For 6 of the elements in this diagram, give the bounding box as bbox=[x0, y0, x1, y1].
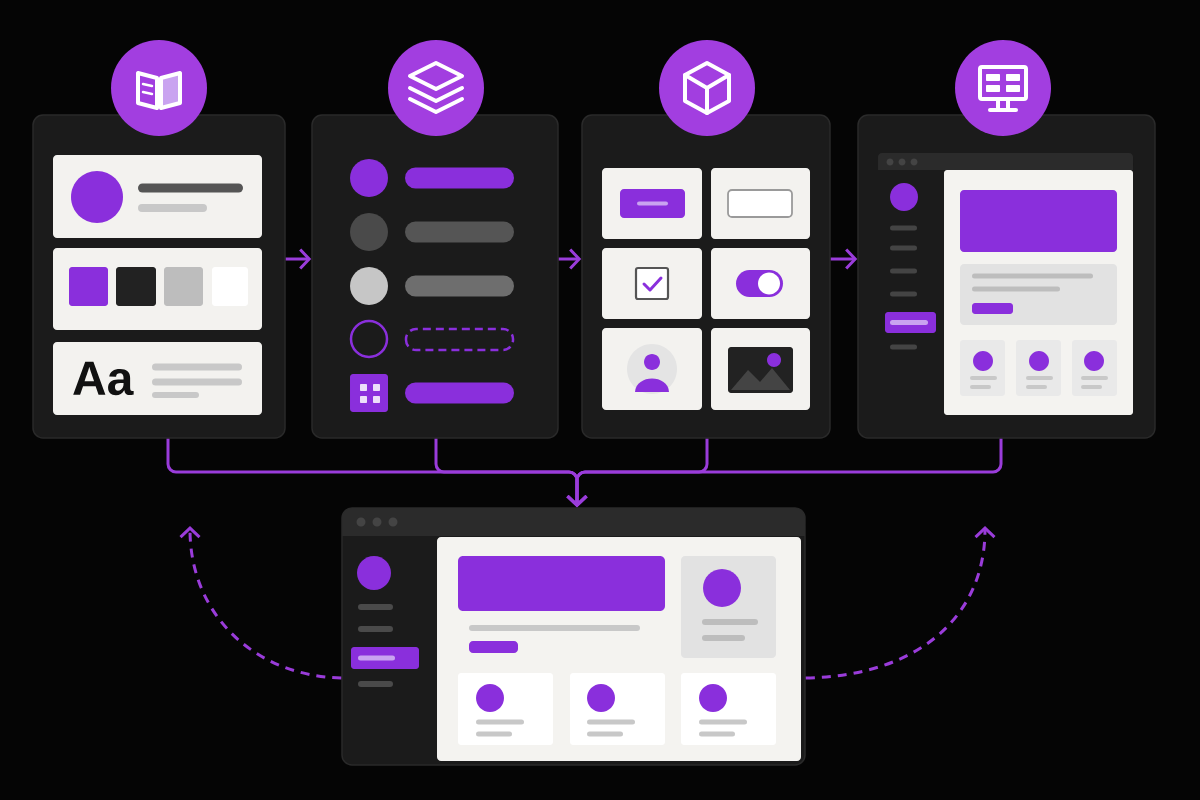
card: Aa bbox=[53, 342, 262, 415]
arrow bbox=[830, 248, 858, 270]
arrow bbox=[285, 248, 312, 270]
curved-arrow bbox=[179, 526, 342, 680]
curved-arrow bbox=[805, 526, 996, 680]
merge-arrow bbox=[566, 438, 1003, 508]
